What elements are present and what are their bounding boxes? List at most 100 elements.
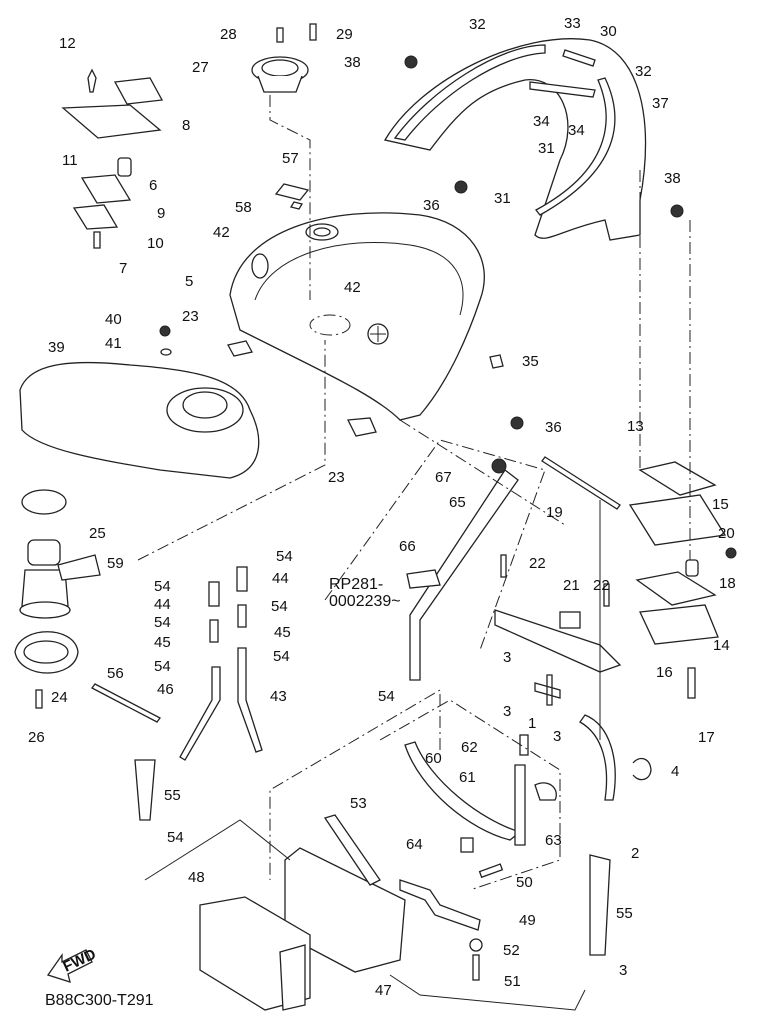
- callout-67: 67: [435, 469, 452, 486]
- callout-8: 8: [182, 117, 190, 134]
- fwd-label: FWD: [61, 946, 99, 976]
- callout-54: 54: [378, 688, 395, 705]
- serial-note-line1: RP281-: [329, 576, 383, 593]
- clip-38a: [404, 55, 418, 69]
- callout-46: 46: [157, 681, 174, 698]
- damper-14: [635, 571, 717, 606]
- callout-66: 66: [399, 538, 416, 555]
- callout-5: 5: [185, 273, 193, 290]
- callout-38: 38: [344, 54, 361, 71]
- callout-20: 20: [718, 525, 735, 542]
- callout-62: 62: [461, 739, 478, 756]
- callout-2: 2: [631, 845, 639, 862]
- bolt-19: [541, 456, 621, 510]
- callout-31: 31: [494, 190, 511, 207]
- hose-55: [589, 854, 611, 956]
- hose-65: [409, 469, 519, 681]
- callout-44: 44: [154, 596, 171, 613]
- callout-49: 49: [519, 912, 536, 929]
- tank-base: [19, 361, 260, 479]
- callout-55: 55: [164, 787, 181, 804]
- callout-14: 14: [713, 637, 730, 654]
- callout-54: 54: [154, 614, 171, 631]
- callout-15: 15: [712, 496, 729, 513]
- callout-41: 41: [105, 335, 122, 352]
- callout-32: 32: [469, 16, 486, 33]
- callout-7: 7: [119, 260, 127, 277]
- callout-19: 19: [546, 504, 563, 521]
- callout-45: 45: [154, 634, 171, 651]
- callout-39: 39: [48, 339, 65, 356]
- canister: [199, 847, 406, 1011]
- callout-53: 53: [350, 795, 367, 812]
- callout-57: 57: [282, 150, 299, 167]
- clamp-63: [534, 782, 557, 801]
- callout-36: 36: [423, 197, 440, 214]
- callout-43: 43: [270, 688, 287, 705]
- callout-54: 54: [271, 598, 288, 615]
- callout-29: 29: [336, 26, 353, 43]
- callout-60: 60: [425, 750, 442, 767]
- callout-16: 16: [656, 664, 673, 681]
- fuel-tank: [229, 212, 485, 421]
- callout-64: 64: [406, 836, 423, 853]
- bolt-50: [478, 863, 504, 879]
- side-cover: [383, 38, 647, 241]
- callout-42: 42: [213, 224, 230, 241]
- callout-51: 51: [504, 973, 521, 990]
- nut-20: [725, 547, 737, 559]
- grommet-36b: [510, 416, 524, 430]
- callout-50: 50: [516, 874, 533, 891]
- callout-34: 34: [568, 122, 585, 139]
- callout-37: 37: [652, 95, 669, 112]
- label-58: [289, 201, 304, 210]
- callout-3: 3: [503, 649, 511, 666]
- callout-38: 38: [664, 170, 681, 187]
- collar-35: [489, 354, 504, 369]
- clamp-4: [632, 757, 652, 781]
- callout-9: 9: [157, 205, 165, 222]
- callout-22: 22: [529, 555, 546, 572]
- callout-30: 30: [600, 23, 617, 40]
- callout-17: 17: [698, 729, 715, 746]
- hose-53: [323, 814, 381, 886]
- callout-4: 4: [671, 763, 679, 780]
- callout-23: 23: [328, 469, 345, 486]
- fuel-pump: [19, 539, 101, 619]
- callout-32: 32: [635, 63, 652, 80]
- plate-15: [628, 494, 727, 546]
- hose-61: [404, 741, 522, 841]
- diagram-code: B88C300-T291: [45, 992, 154, 1009]
- plate-16: [639, 604, 719, 645]
- hose-61b: [514, 764, 526, 846]
- bracket-49: [399, 879, 481, 931]
- label-57: [274, 183, 310, 201]
- collar-18: [685, 559, 699, 577]
- damper-13: [638, 461, 717, 496]
- relay-21: [559, 611, 581, 629]
- callout-65: 65: [449, 494, 466, 511]
- callout-40: 40: [105, 311, 122, 328]
- bolt-51: [472, 954, 480, 981]
- callout-54: 54: [154, 578, 171, 595]
- callout-58: 58: [235, 199, 252, 216]
- callout-61: 61: [459, 769, 476, 786]
- callout-63: 63: [545, 832, 562, 849]
- bracket-21: [494, 609, 622, 673]
- callout-24: 24: [51, 689, 68, 706]
- fwd-arrow-icon: FWD: [46, 946, 99, 983]
- callout-54: 54: [167, 829, 184, 846]
- callout-3: 3: [553, 728, 561, 745]
- callout-33: 33: [564, 15, 581, 32]
- callout-10: 10: [147, 235, 164, 252]
- grommet-42: [251, 253, 269, 279]
- callout-31: 31: [538, 140, 555, 157]
- joint-1: [534, 674, 561, 706]
- callout-22: 22: [593, 577, 610, 594]
- cap-66: [406, 569, 441, 589]
- callout-54: 54: [276, 548, 293, 565]
- clip-38b: [670, 204, 684, 218]
- callout-45: 45: [274, 624, 291, 641]
